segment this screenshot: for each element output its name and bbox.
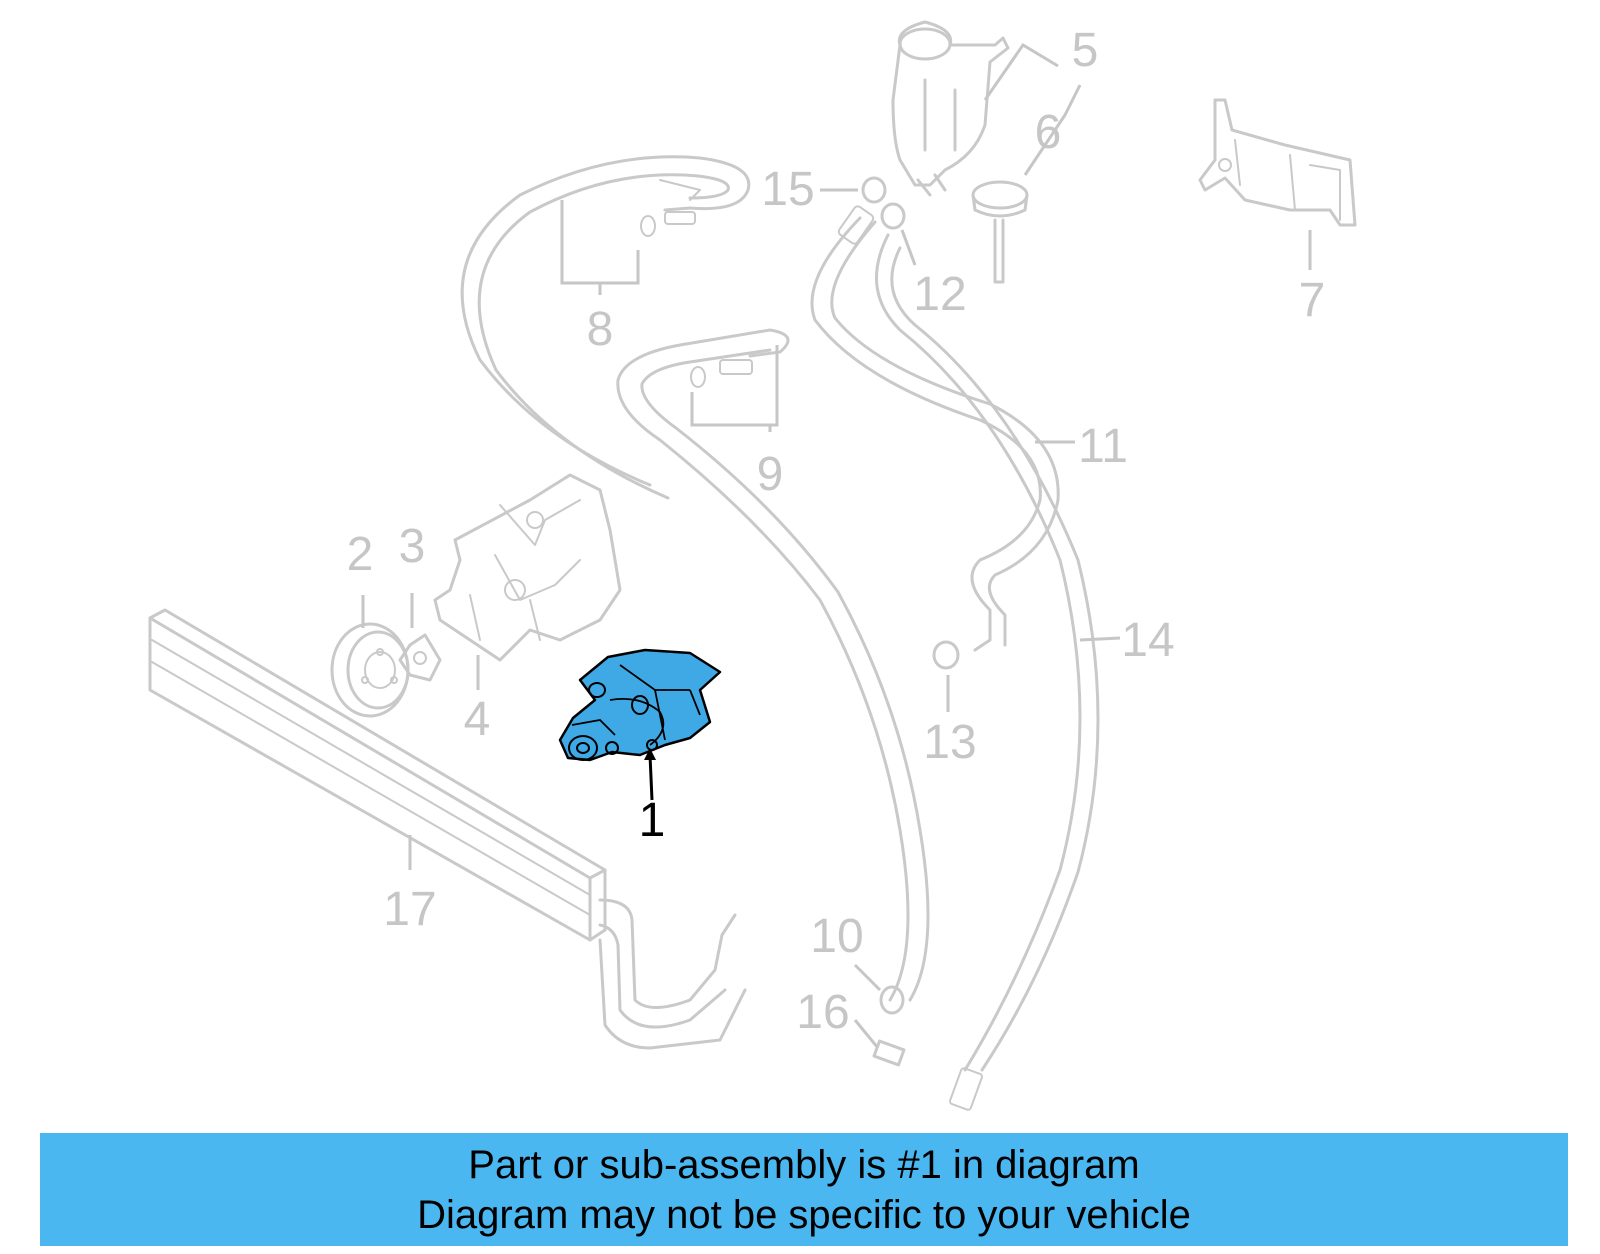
callout-5[interactable]: 5 — [1072, 24, 1099, 77]
callout-16[interactable]: 16 — [796, 986, 849, 1039]
fitting-part-13 — [932, 640, 960, 670]
bracket-part-7 — [1198, 98, 1357, 227]
banner-line-part-number: Part or sub-assembly is #1 in diagram — [468, 1142, 1140, 1187]
callout-15[interactable]: 15 — [761, 163, 814, 216]
hose-part-9 — [616, 328, 930, 1002]
gasket-part-3 — [398, 633, 442, 682]
fitting-part-10 — [879, 985, 905, 1015]
callout-1[interactable]: 1 — [639, 794, 666, 847]
fitting-part-16 — [872, 1039, 906, 1067]
fitting-part-12 — [880, 202, 906, 230]
callout-17[interactable]: 17 — [383, 883, 436, 936]
callout-6[interactable]: 6 — [1035, 106, 1062, 159]
fitting-part-15 — [861, 176, 887, 204]
callout-13[interactable]: 13 — [923, 716, 976, 769]
reservoir-part-5 — [891, 20, 1010, 197]
callout-9[interactable]: 9 — [757, 448, 784, 501]
cooler-part-17 — [148, 608, 747, 1050]
hose-part-11 — [810, 205, 1060, 652]
callout-2[interactable]: 2 — [347, 528, 374, 581]
callout-3[interactable]: 3 — [399, 520, 426, 573]
callout-11[interactable]: 11 — [1078, 420, 1128, 473]
leader-lines — [361, 42, 1312, 1049]
hose-part-8 — [460, 155, 751, 500]
callout-10[interactable]: 10 — [810, 910, 863, 963]
hose-part-14 — [875, 233, 1100, 1111]
pulley-part-2 — [330, 622, 410, 718]
bracket-part-4 — [433, 473, 622, 662]
callout-labels: 1 2 3 4 5 6 7 8 9 10 11 12 13 14 15 16 1… — [347, 24, 1326, 1039]
banner-line-disclaimer: Diagram may not be specific to your vehi… — [417, 1192, 1191, 1237]
info-banner: Part or sub-assembly is #1 in diagram Di… — [40, 1133, 1568, 1246]
cap-part-6 — [971, 180, 1029, 284]
callout-12[interactable]: 12 — [913, 268, 966, 321]
callout-14[interactable]: 14 — [1121, 614, 1174, 667]
callout-8[interactable]: 8 — [587, 303, 614, 356]
callout-4[interactable]: 4 — [464, 693, 491, 746]
callout-7[interactable]: 7 — [1299, 274, 1326, 327]
power-steering-pump-part-1[interactable] — [558, 648, 722, 762]
